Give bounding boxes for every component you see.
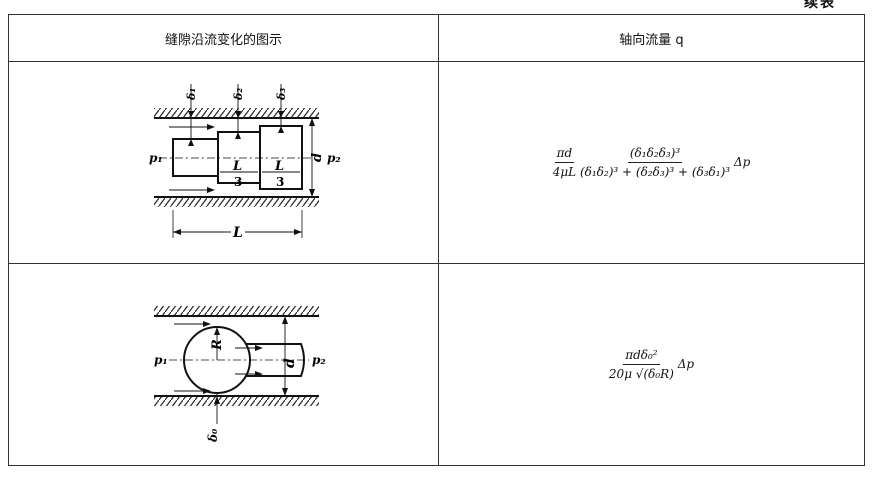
l-label: L: [232, 225, 243, 241]
delta-p: Δp: [733, 155, 751, 169]
l-arrow-right: [294, 229, 302, 235]
delta-p: Δp: [677, 357, 695, 371]
d-label: d: [282, 358, 298, 368]
lower-wall-hatch: [154, 198, 319, 207]
table-row: R d p₁ p₂ δ₀: [8, 263, 865, 466]
delta3-arrow-top: [278, 111, 284, 118]
header-row: 缝隙沿流变化的图示 轴向流量 q: [8, 14, 865, 62]
shaft-step-2: [217, 131, 261, 184]
flow-table: 缝隙沿流变化的图示 轴向流量 q: [8, 14, 865, 466]
l3-num-2: L: [274, 159, 284, 174]
r-label: R: [210, 339, 225, 351]
l-label-bg: [231, 224, 245, 238]
flow-arrow-lower-head: [207, 187, 215, 193]
p1-label: p₁: [149, 151, 163, 165]
ball-gap-formula-cell: πdδ₀² 20μ √(δ₀R) Δp: [438, 263, 865, 466]
ball-numerator: πdδ₀²: [623, 348, 660, 365]
d-label: d: [310, 153, 325, 162]
shaft-step-1: [172, 138, 219, 177]
flow-arrow-lower-head: [203, 388, 211, 394]
ball-gap-diagram-cell: R d p₁ p₂ δ₀: [8, 263, 439, 466]
delta1-arrow-bottom: [188, 139, 194, 146]
delta2-arrow-top: [235, 111, 241, 118]
stem-arrow-lower-head: [255, 371, 263, 377]
d-arrow-top: [309, 118, 315, 126]
lead-fraction: πd 4μL: [553, 146, 576, 179]
ball-fraction: πdδ₀² 20μ √(δ₀R): [609, 348, 674, 381]
l-arrow-left: [173, 229, 181, 235]
d-arrow-bottom: [282, 388, 288, 396]
header-diagram: 缝隙沿流变化的图示: [8, 14, 439, 62]
lead-denominator: 4μL: [552, 165, 577, 179]
continued-label: 续表: [804, 0, 836, 11]
delta2-label: δ₂: [232, 88, 245, 101]
delta1-label: δ₁: [185, 88, 198, 101]
l3-num-1: L: [232, 159, 242, 174]
stepped-gap-diagram: δ₁ δ₂ δ₃ p₁ p₂ L 3 L 3: [149, 84, 341, 241]
flow-arrow-upper-head: [203, 321, 211, 327]
flow-arrow-upper-head: [207, 124, 215, 130]
lower-wall-hatch: [154, 397, 319, 406]
delta3-label: δ₃: [275, 88, 288, 101]
shaft-step-3: [259, 125, 303, 190]
ball-denominator: 20μ √(δ₀R): [608, 367, 674, 381]
header-flow: 轴向流量 q: [438, 14, 865, 62]
delta0-arrow: [214, 396, 220, 404]
d-arrow-top: [282, 316, 288, 324]
ball-gap-formula: πdδ₀² 20μ √(δ₀R) Δp: [439, 348, 864, 381]
l3-den-1: 3: [234, 175, 242, 189]
p1-label: p₁: [154, 353, 168, 367]
stepped-gap-formula: πd 4μL (δ₁δ₂δ₃)³ (δ₁δ₂)³ + (δ₂δ₃)³ + (δ₃…: [439, 146, 864, 179]
stepped-gap-diagram-cell: δ₁ δ₂ δ₃ p₁ p₂ L 3 L 3: [8, 61, 439, 264]
l3-den-2: 3: [276, 175, 284, 189]
delta2-arrow-bottom: [235, 132, 241, 139]
d-arrow-bottom: [309, 189, 315, 197]
upper-wall-hatch: [154, 306, 319, 315]
main-denominator: (δ₁δ₂)³ + (δ₂δ₃)³ + (δ₃δ₁)³: [579, 165, 731, 179]
stem-arrow-upper-head: [255, 345, 263, 351]
delta0-label: δ₀: [206, 428, 220, 443]
radius-arrow: [214, 327, 220, 335]
p2-label: p₂: [312, 353, 326, 367]
lead-numerator: πd: [554, 146, 575, 163]
p2-label: p₂: [327, 151, 341, 165]
ball-gap-diagram: R d p₁ p₂ δ₀: [154, 306, 326, 443]
delta3-arrow-bottom: [278, 126, 284, 133]
delta1-arrow-top: [188, 111, 194, 118]
main-fraction: (δ₁δ₂δ₃)³ (δ₁δ₂)³ + (δ₂δ₃)³ + (δ₃δ₁)³: [580, 146, 730, 179]
main-numerator: (δ₁δ₂δ₃)³: [627, 146, 683, 163]
table-row: δ₁ δ₂ δ₃ p₁ p₂ L 3 L 3: [8, 61, 865, 264]
stepped-gap-formula-cell: πd 4μL (δ₁δ₂δ₃)³ (δ₁δ₂)³ + (δ₂δ₃)³ + (δ₃…: [438, 61, 865, 264]
